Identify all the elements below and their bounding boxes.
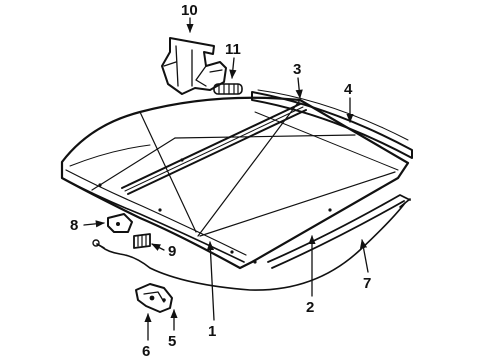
callout-5: 5 (168, 333, 176, 350)
callout-leaders (83, 17, 369, 341)
release-handle-bracket (107, 213, 133, 233)
hood-spring-clip (133, 233, 151, 249)
callout-6: 6 (142, 343, 150, 360)
callout-10: 10 (181, 2, 198, 19)
callout-labels: 10 11 3 4 8 9 1 2 7 5 6 (70, 2, 371, 360)
callout-8: 8 (70, 217, 78, 234)
callout-3: 3 (293, 61, 301, 78)
callout-7: 7 (363, 275, 371, 292)
hood-upper-molding (251, 89, 413, 159)
callout-4: 4 (344, 81, 353, 98)
callout-2: 2 (306, 299, 314, 316)
hood-side-seal (267, 194, 411, 269)
hood-hinge-bracket (161, 37, 227, 95)
hood-bumper-spring (213, 83, 243, 95)
hood-latch (135, 283, 173, 313)
callout-9: 9 (168, 243, 176, 260)
hood-rear-seal (121, 103, 307, 195)
callout-11: 11 (225, 41, 241, 58)
callout-1: 1 (208, 323, 216, 340)
hood-panel (60, 96, 410, 270)
